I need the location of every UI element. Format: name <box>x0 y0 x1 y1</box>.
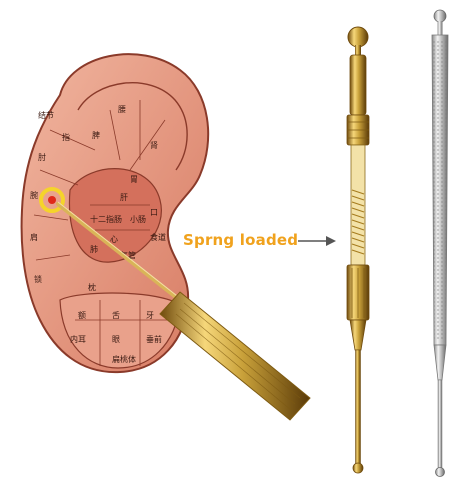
ear-lobe <box>59 292 181 369</box>
probe-in-use <box>56 201 311 421</box>
zone-label: 枕 <box>88 282 96 292</box>
zone-label: 肝 <box>120 193 128 202</box>
zone-label: 肾 <box>150 141 158 150</box>
zone-label: 食道 <box>150 232 166 242</box>
ear-zone-lines <box>33 100 175 366</box>
zone-label: 心 <box>110 235 118 244</box>
zone-label: 舌 <box>112 310 120 320</box>
acupoint-highlight <box>39 187 65 213</box>
zone-label: 胃 <box>130 175 138 184</box>
zone-label: 腕 <box>30 190 38 200</box>
silver-probe-icon <box>431 9 449 477</box>
zone-label: 肺 <box>90 245 98 254</box>
spring-loaded-caption: Sprng loaded <box>183 231 299 249</box>
zone-label: 内耳 <box>70 334 86 344</box>
zone-label: 垂前 <box>146 334 162 344</box>
zone-label: 指 <box>62 132 70 142</box>
zone-label: 脾 <box>92 130 100 140</box>
zone-label: 锁 <box>34 274 42 284</box>
zone-label: 气管 <box>120 250 136 260</box>
zone-label: 额 <box>78 310 86 320</box>
zone-label: 肘 <box>38 153 46 162</box>
arrow-right-icon <box>298 236 336 246</box>
ear-helix-fold <box>77 82 188 171</box>
acupoint-center <box>48 196 56 204</box>
zone-label: 腰 <box>118 105 126 114</box>
zone-label: 牙 <box>146 311 154 320</box>
spring-coil <box>351 189 365 255</box>
ear-zone-labels: 结节 肘 腕 肩 锁 指 腰 脾 肝 肾 胃 十二指肠 小肠 口 食道 心 肺 … <box>30 105 166 364</box>
zone-label: 扁桃体 <box>112 354 136 364</box>
zone-label: 结节 <box>38 110 54 120</box>
zone-label: 小肠 <box>130 215 146 224</box>
ear-concha <box>68 168 162 263</box>
brass-probe-icon <box>346 26 370 474</box>
ear-acupuncture-chart: 结节 肘 腕 肩 锁 指 腰 脾 肝 肾 胃 十二指肠 小肠 口 食道 心 肺 … <box>20 53 210 374</box>
zone-label: 肩 <box>30 232 38 242</box>
zone-label: 眼 <box>112 335 120 344</box>
zone-label: 十二指肠 <box>90 214 122 224</box>
zone-label: 口 <box>150 208 158 217</box>
